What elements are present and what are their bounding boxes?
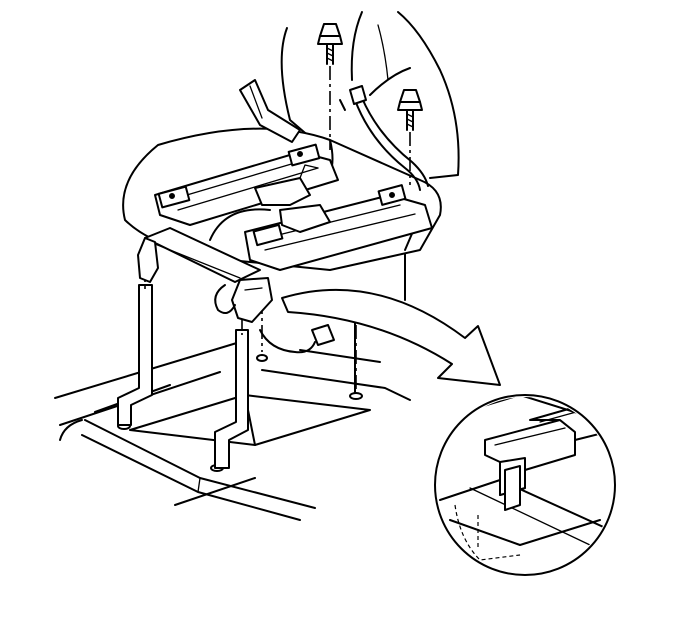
seat-belt-strap: [239, 79, 301, 143]
adjuster-motor: [254, 177, 311, 206]
direction-arrow-icon: [281, 288, 501, 386]
bolt-icon: [317, 23, 343, 150]
bolt-icon: [397, 89, 423, 185]
seat-back: [280, 11, 460, 179]
wiring-connector: [311, 324, 335, 346]
vehicle-floor: [54, 249, 411, 521]
floor-pan-recess: [129, 394, 371, 446]
detail-magnifier-icon: [434, 394, 616, 576]
mounting-studs: [117, 268, 357, 469]
wiring-harness: [209, 67, 429, 354]
seat-adjuster-frame: [137, 143, 433, 323]
